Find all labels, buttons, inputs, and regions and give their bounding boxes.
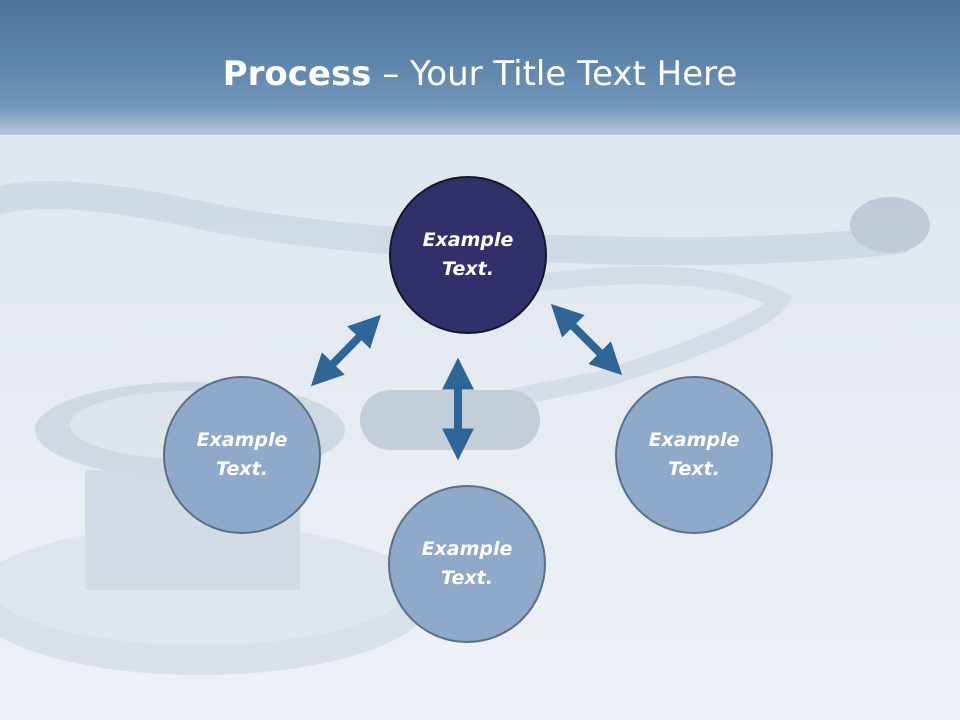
process-node-left-text: Example Text. <box>196 429 288 480</box>
slide-title-bold: Process <box>222 54 372 94</box>
process-node-bottom: Example Text. <box>388 485 546 643</box>
process-node-right: Example Text. <box>615 376 773 534</box>
process-node-right-text: Example Text. <box>648 429 740 480</box>
arrow-top-right <box>550 303 623 376</box>
process-node-left: Example Text. <box>163 376 321 534</box>
slide-title: Process – Your Title Text Here <box>0 52 960 96</box>
process-node-top: Example Text. <box>389 176 547 334</box>
header-band <box>0 0 960 135</box>
process-node-top-text: Example Text. <box>422 229 514 280</box>
slide-title-rest: – Your Title Text Here <box>371 54 738 94</box>
process-node-bottom-text: Example Text. <box>421 538 513 589</box>
arrow-top-left <box>310 314 382 387</box>
